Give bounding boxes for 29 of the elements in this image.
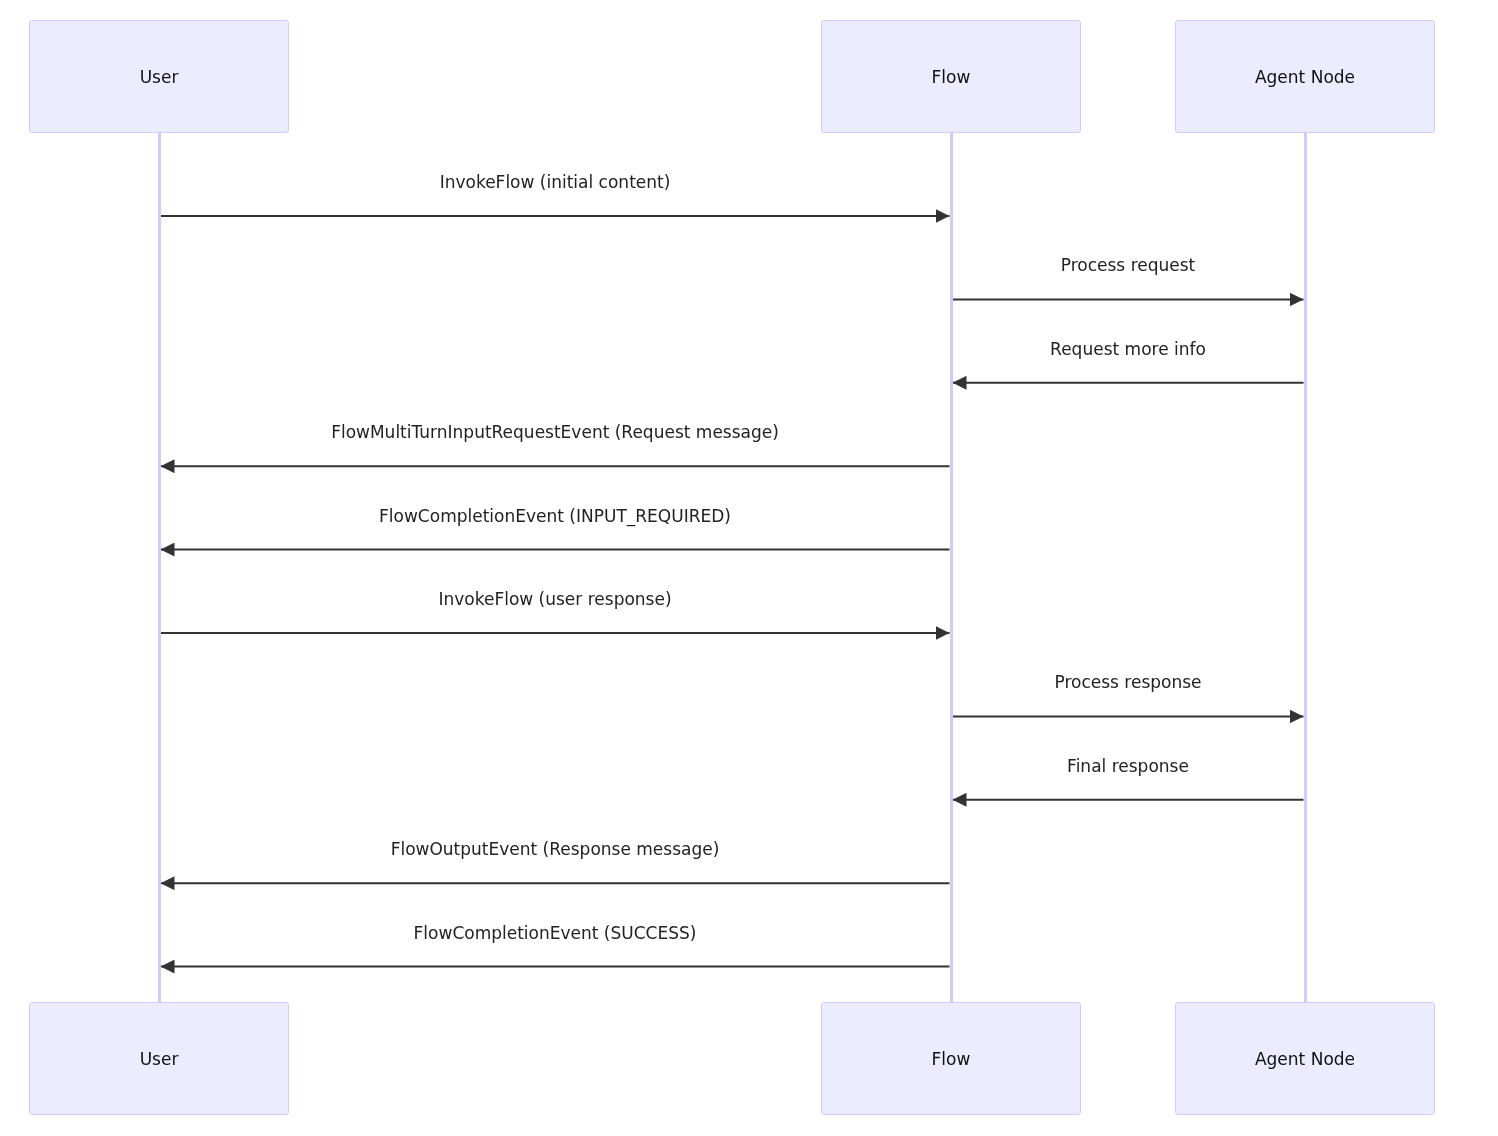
message-label: FlowMultiTurnInputRequestEvent (Request message) — [329, 422, 781, 443]
message-label: Final response — [1065, 755, 1191, 776]
message-arrow — [159, 876, 951, 891]
lifeline — [157, 133, 161, 1002]
lifeline — [1303, 133, 1307, 1002]
participant-box — [1175, 20, 1435, 133]
message-label: FlowCompletionEvent (INPUT_REQUIRED) — [377, 505, 733, 526]
message-arrow — [159, 959, 951, 974]
participant-box — [821, 1002, 1081, 1115]
message-arrow — [951, 375, 1305, 390]
message-label: Request more info — [1048, 338, 1208, 359]
participant-name: Agent Node — [1254, 66, 1356, 87]
participant-name: User — [139, 1048, 179, 1069]
participant-name: User — [139, 66, 179, 87]
message-arrow — [951, 792, 1305, 807]
message-arrow — [159, 626, 951, 640]
participant-name: Flow — [931, 66, 971, 87]
participant-name: Flow — [931, 1048, 971, 1069]
message-arrow — [951, 709, 1305, 724]
participant-box — [1175, 1002, 1435, 1115]
participant-name: Agent Node — [1254, 1048, 1356, 1069]
lifeline — [949, 133, 953, 1002]
participant-box — [29, 20, 289, 133]
message-arrow — [159, 542, 951, 557]
participant-box — [29, 1002, 289, 1115]
message-arrow — [951, 292, 1305, 307]
message-arrow — [159, 459, 951, 474]
message-arrow — [159, 209, 951, 223]
participant-box — [821, 20, 1081, 133]
